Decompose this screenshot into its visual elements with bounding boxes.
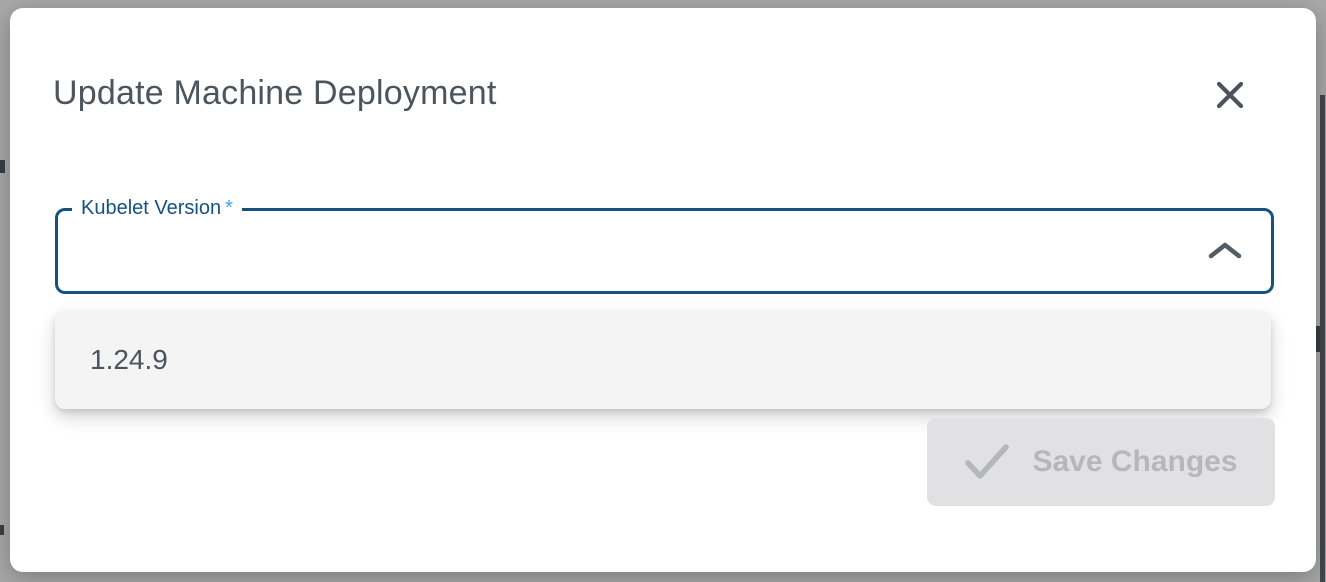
backdrop-page-edge [1320,95,1325,582]
kubelet-version-select[interactable]: Kubelet Version* [55,197,1274,294]
field-label-text: Kubelet Version [81,197,222,219]
dialog-title: Update Machine Deployment [53,74,497,112]
required-asterisk: * [225,197,233,219]
chevron-up-icon [1207,241,1243,261]
save-changes-button[interactable]: Save Changes [927,418,1275,506]
close-icon [1214,79,1246,111]
kubelet-version-options-panel: 1.24.9 [55,311,1271,409]
save-changes-label: Save Changes [1032,445,1238,478]
backdrop-artifact [0,160,5,173]
backdrop-artifact [1314,326,1320,352]
update-machine-deployment-dialog: Update Machine Deployment Kubelet Versio… [10,8,1316,572]
option-1-24-9[interactable]: 1.24.9 [90,344,168,375]
select-value [80,211,1191,291]
close-button[interactable] [1206,71,1254,119]
kubelet-version-label: Kubelet Version* [72,197,242,220]
check-icon [964,443,1010,481]
backdrop-artifact [0,525,4,535]
select-toggle[interactable] [1207,211,1243,291]
